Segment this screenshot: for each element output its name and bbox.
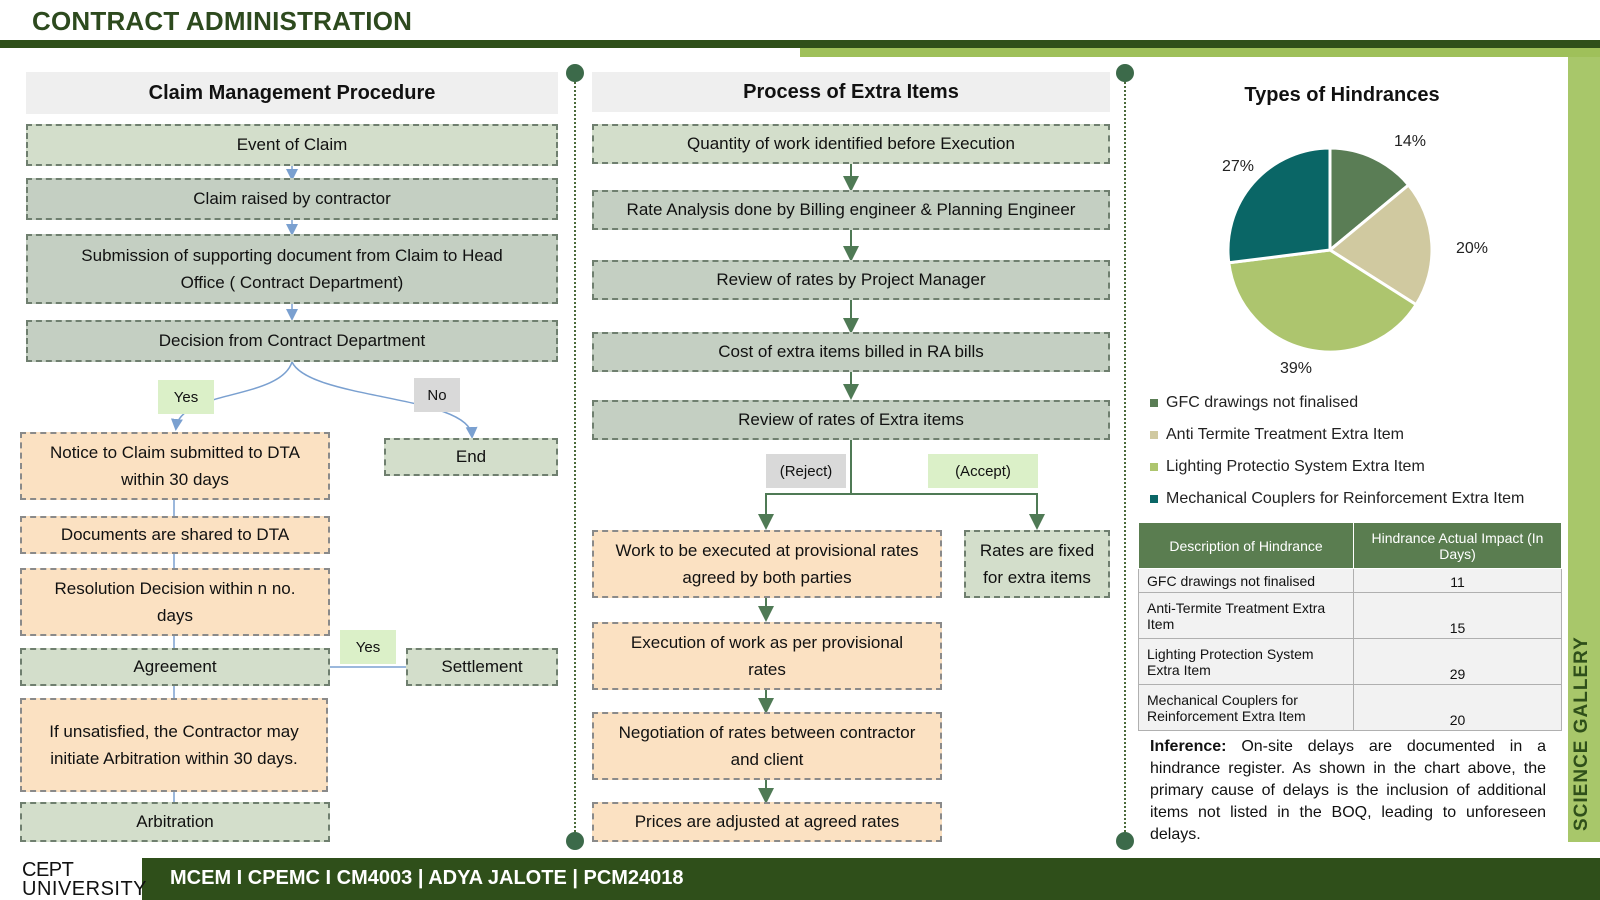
extra-review-extra-box: Review of rates of Extra items: [592, 400, 1110, 440]
legend-label: Lighting Protectio System Extra Item: [1166, 458, 1425, 475]
hindrance-table: Description of Hindrance Hindrance Actua…: [1138, 522, 1562, 731]
pie-slice-anti-termite: [1327, 182, 1434, 307]
header-bar: [0, 40, 1600, 48]
legend-label: Anti Termite Treatment Extra Item: [1166, 426, 1405, 443]
pie-label-couplers: 27%: [1222, 158, 1255, 175]
legend-swatch: [1150, 463, 1158, 471]
extra-review-pm-box: Review of rates by Project Manager: [592, 260, 1110, 300]
table-row: Anti-Termite Treatment Extra Item 15: [1138, 592, 1562, 639]
table-cell-days: 29: [1353, 638, 1562, 685]
claim-resolution-box: Resolution Decision within n no. days: [20, 568, 330, 636]
claim-event-box: Event of Claim: [26, 124, 558, 166]
legend-swatch: [1150, 399, 1158, 407]
logo-text-top: CEPT: [22, 859, 74, 881]
inference-body: On-site delays are documented in a hindr…: [1150, 738, 1546, 844]
claim-heading: Claim Management Procedure: [26, 72, 558, 114]
divider-left: [574, 74, 576, 840]
claim-settlement-box: Settlement: [406, 648, 558, 686]
extra-rate-analysis-box: Rate Analysis done by Billing engineer &…: [592, 190, 1110, 230]
table-cell-days: 11: [1353, 568, 1562, 593]
divider-right: [1124, 74, 1126, 840]
divider-dot-bottom-right: [1116, 832, 1134, 850]
footer-text: MCEM I CPEMC I CM4003 | ADYA JALOTE | PC…: [170, 867, 684, 889]
header-accent-bar: [800, 48, 1600, 57]
table-cell-days: 15: [1353, 592, 1562, 639]
footer-bar: [0, 858, 1600, 900]
table-cell-days: 20: [1353, 684, 1562, 731]
claim-unsatisfied-box: If unsatisfied, the Contractor may initi…: [20, 698, 328, 792]
legend-item-couplers: Mechanical Couplers for Reinforcement Ex…: [1150, 490, 1524, 508]
claim-yes2-tag: Yes: [340, 630, 396, 664]
arrow-decision-yes: [171, 361, 293, 431]
extra-execution-box: Execution of work as per provisional rat…: [592, 622, 942, 690]
inference-label: Inference:: [1150, 738, 1227, 755]
claim-end-box: End: [384, 438, 558, 476]
claim-notice-box: Notice to Claim submitted to DTA within …: [20, 432, 330, 500]
legend-swatch: [1150, 495, 1158, 503]
table-cell-desc: Mechanical Couplers for Reinforcement Ex…: [1138, 684, 1354, 731]
extra-cost-box: Cost of extra items billed in RA bills: [592, 332, 1110, 372]
extra-fixed-box: Rates are fixed for extra items: [964, 530, 1110, 598]
legend-label: Mechanical Couplers for Reinforcement Ex…: [1166, 490, 1525, 507]
extra-heading: Process of Extra Items: [592, 72, 1110, 112]
table-row: Mechanical Couplers for Reinforcement Ex…: [1138, 684, 1562, 731]
logo-box: [0, 858, 142, 900]
pie-label-gfc: 14%: [1394, 133, 1427, 150]
extra-accept-tag: (Accept): [928, 454, 1038, 488]
arrow-decision-no: [291, 361, 478, 439]
legend-item-gfc: GFC drawings not finalised: [1150, 394, 1358, 412]
legend-label: GFC drawings not finalised: [1166, 394, 1359, 411]
arrow-review-to-accept: [851, 493, 1045, 530]
extra-adjusted-box: Prices are adjusted at agreed rates: [592, 802, 942, 842]
logo-text-bottom: UNIVERSITY: [22, 878, 148, 900]
divider-dot-top-left: [566, 64, 584, 82]
legend-item-anti-termite: Anti Termite Treatment Extra Item: [1150, 426, 1404, 444]
table-row: GFC drawings not finalised 11: [1138, 568, 1562, 593]
extra-reject-tag: (Reject): [766, 454, 846, 488]
table-row: Lighting Protection System Extra Item 29: [1138, 638, 1562, 685]
claim-raised-box: Claim raised by contractor: [26, 178, 558, 220]
pie-label-anti-termite: 20%: [1456, 240, 1489, 257]
pie-slice-couplers: [1226, 146, 1332, 265]
claim-no-tag: No: [414, 378, 460, 412]
extra-quantity-box: Quantity of work identified before Execu…: [592, 124, 1110, 164]
pie-label-lighting: 39%: [1280, 360, 1313, 377]
claim-arbitration-box: Arbitration: [20, 802, 330, 842]
table-cell-desc: GFC drawings not finalised: [1138, 568, 1354, 593]
page-title: CONTRACT ADMINISTRATION: [32, 6, 413, 36]
legend-swatch: [1150, 431, 1158, 439]
claim-decision-box: Decision from Contract Department: [26, 320, 558, 362]
claim-yes-tag: Yes: [158, 380, 214, 414]
arrow-review-to-reject: [758, 440, 852, 530]
inference-text: Inference: On-site delays are documented…: [1150, 736, 1546, 846]
extra-provisional-box: Work to be executed at provisional rates…: [592, 530, 942, 598]
chart-title: Types of Hindrances: [1244, 84, 1440, 106]
table-header-row: Description of Hindrance Hindrance Actua…: [1138, 522, 1562, 569]
table-cell-desc: Lighting Protection System Extra Item: [1138, 638, 1354, 685]
extra-negotiation-box: Negotiation of rates between contractor …: [592, 712, 942, 780]
claim-submission-box: Submission of supporting document from C…: [26, 234, 558, 304]
claim-agreement-box: Agreement: [20, 648, 330, 686]
table-header-impact: Hindrance Actual Impact (In Days): [1353, 522, 1562, 569]
pie-slice-lighting: [1227, 248, 1419, 354]
claim-shared-box: Documents are shared to DTA: [20, 516, 330, 554]
side-strip: [1568, 57, 1600, 842]
divider-dot-bottom-left: [566, 832, 584, 850]
legend-item-lighting: Lighting Protectio System Extra Item: [1150, 458, 1425, 476]
table-header-description: Description of Hindrance: [1138, 522, 1354, 569]
divider-dot-top-right: [1116, 64, 1134, 82]
hindrance-pie-chart: [1226, 146, 1434, 354]
pie-slice-gfc: [1328, 146, 1411, 254]
table-cell-desc: Anti-Termite Treatment Extra Item: [1138, 592, 1354, 639]
